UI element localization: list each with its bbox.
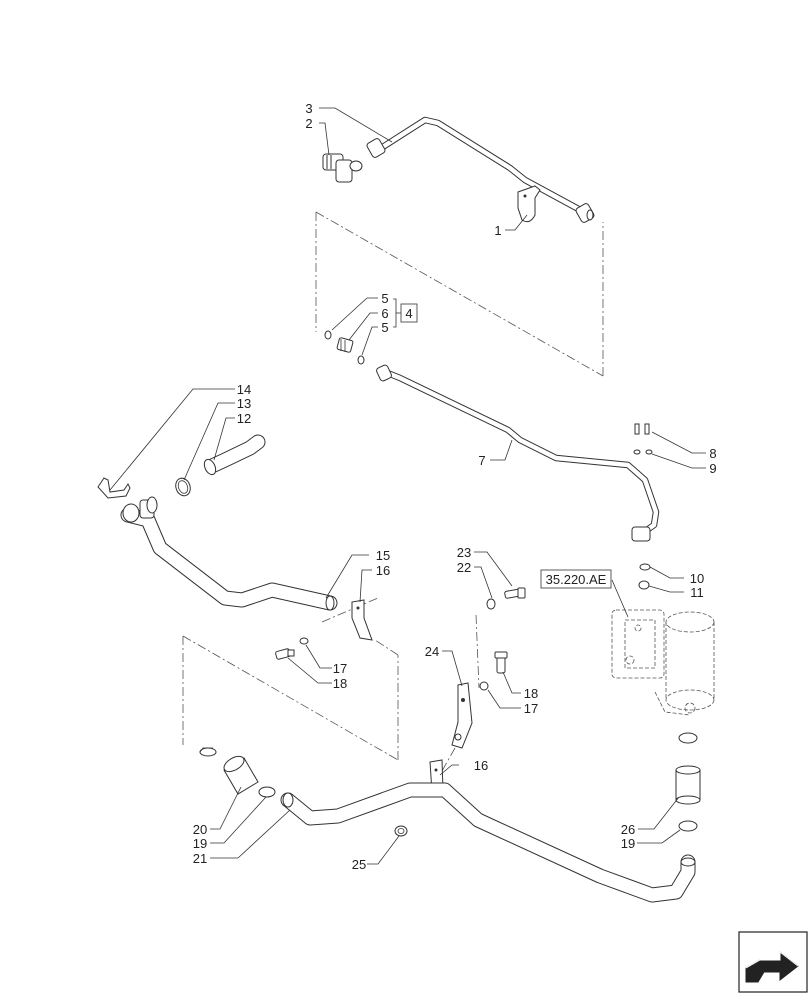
callout-6: 6 [381, 306, 388, 321]
part-13-hose-clamp[interactable] [173, 476, 192, 498]
callout-4-kit-box: 4 [400, 303, 418, 323]
leader-lines [109, 107, 706, 865]
callout-14: 14 [237, 382, 251, 397]
part-18-screw-right[interactable] [494, 651, 508, 674]
callout-18-right: 18 [524, 686, 538, 701]
part-16-bracket-upper[interactable] [351, 599, 373, 641]
callout-1: 1 [494, 223, 501, 238]
callout-11: 11 [690, 585, 704, 600]
assembly-outline-lower [182, 597, 480, 779]
callout-8: 8 [709, 446, 716, 461]
callout-3: 3 [305, 101, 312, 116]
callout-17-right: 17 [524, 701, 538, 716]
part-9-washer[interactable] [633, 449, 653, 455]
part-19-clamp-right[interactable] [678, 820, 698, 832]
callout-2: 2 [305, 116, 312, 131]
part-20-hose-sleeve[interactable] [221, 753, 259, 795]
part-18-screw-left[interactable] [275, 648, 295, 660]
callout-19-right: 19 [621, 836, 635, 851]
part-25-grommet[interactable] [394, 825, 408, 837]
callout-16-upper: 16 [376, 563, 390, 578]
part-11-washer[interactable] [638, 580, 650, 590]
callout-24: 24 [425, 644, 439, 659]
part-12-hose[interactable] [202, 434, 266, 476]
callout-13: 13 [237, 396, 251, 411]
callout-16-lower: 16 [474, 758, 488, 773]
part-6-adapter[interactable] [336, 337, 354, 353]
part-24-bracket[interactable] [451, 682, 473, 749]
callout-20: 20 [193, 822, 207, 837]
next-page-arrow-icon[interactable] [738, 931, 808, 993]
callout-26: 26 [621, 822, 635, 837]
part-19-clamp-upper-right[interactable] [678, 732, 698, 744]
part-7-pipe[interactable] [376, 364, 660, 542]
callout-5-lower: 5 [381, 320, 388, 335]
part-1-bracket[interactable] [517, 185, 541, 223]
part-19-clamp-middle[interactable] [258, 786, 276, 798]
part-17-washer-right[interactable] [479, 681, 489, 691]
part-19-clamp-left[interactable] [199, 747, 217, 757]
callout-4: 4 [405, 306, 412, 321]
part-8-screw[interactable] [634, 423, 650, 435]
referenced-pump-assembly[interactable] [611, 609, 715, 716]
callout-12: 12 [237, 411, 251, 426]
part-14-clip[interactable] [97, 477, 131, 499]
callout-labels: 3 2 1 5 6 5 4 7 8 9 10 11 14 13 12 15 16… [193, 101, 717, 872]
part-21-hose[interactable] [280, 782, 696, 903]
part-5-seal-upper[interactable] [324, 330, 332, 340]
callout-17-left: 17 [333, 661, 347, 676]
callout-5-upper: 5 [381, 291, 388, 306]
part-15-pipe[interactable] [120, 496, 338, 611]
reference-box-35-220-ae[interactable]: 35.220.AE [540, 569, 612, 589]
callout-10: 10 [690, 571, 704, 586]
callout-18-left: 18 [333, 676, 347, 691]
callout-9: 9 [709, 461, 716, 476]
assembly-outline-upper [315, 211, 604, 377]
reference-label: 35.220.AE [546, 572, 607, 587]
callout-25: 25 [352, 857, 366, 872]
part-17-washer-left[interactable] [299, 637, 309, 645]
callout-23: 23 [457, 545, 471, 560]
part-2-elbow-fitting[interactable] [322, 153, 363, 183]
part-5-seal-lower[interactable] [357, 355, 365, 365]
callout-15: 15 [376, 548, 390, 563]
callout-19-left: 19 [193, 836, 207, 851]
part-10-seal[interactable] [639, 563, 651, 571]
part-22-washer[interactable] [486, 598, 496, 610]
part-26-hose-section[interactable] [675, 765, 701, 805]
part-23-screw[interactable] [504, 587, 526, 599]
callout-22: 22 [457, 560, 471, 575]
callout-21: 21 [193, 851, 207, 866]
callout-7: 7 [478, 453, 485, 468]
part-3-upper-pipe[interactable] [366, 116, 595, 223]
